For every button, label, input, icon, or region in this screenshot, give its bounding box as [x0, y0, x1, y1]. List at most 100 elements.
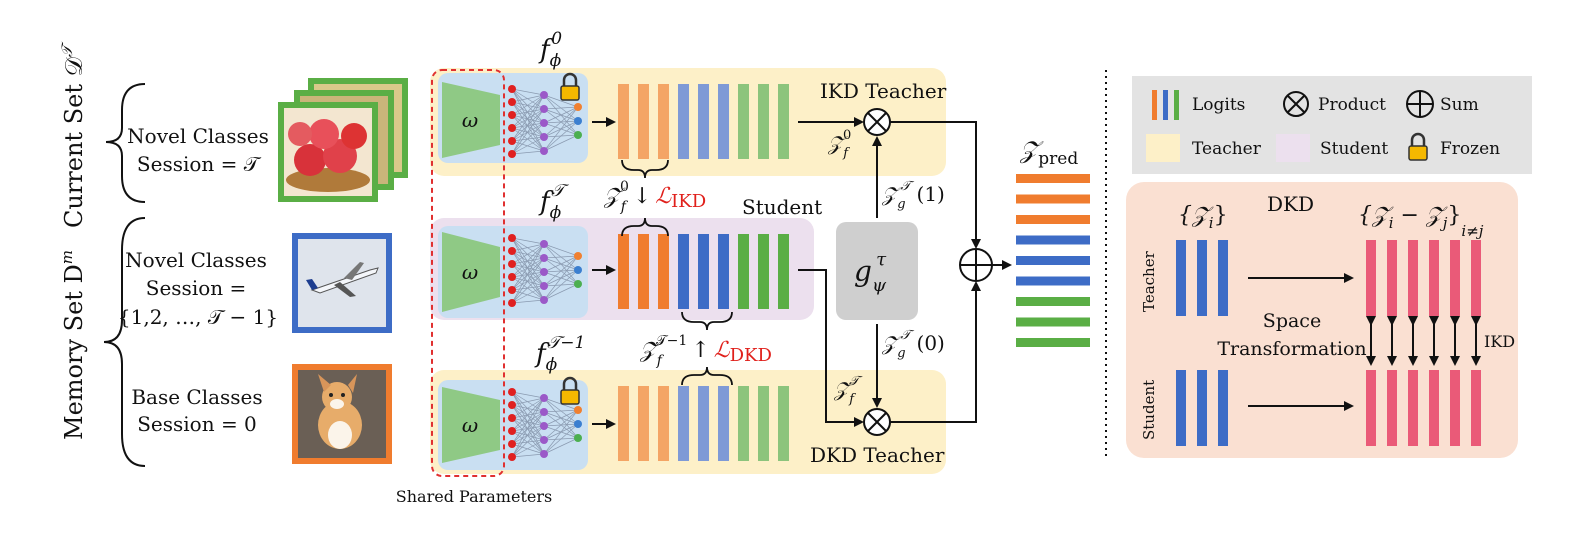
svg-text:Product: Product	[1318, 95, 1386, 115]
net-node	[540, 450, 548, 458]
legend-product: Product	[1283, 91, 1386, 117]
net-edge	[511, 391, 545, 427]
net-edge	[543, 255, 579, 301]
dkd-student-diff-bar	[1429, 370, 1439, 446]
net-edge	[543, 283, 579, 301]
net-node	[540, 105, 548, 113]
ikd-arrows	[1366, 316, 1481, 366]
logit-bar	[718, 234, 729, 309]
net-edge	[543, 409, 579, 413]
brace-dkd-student	[681, 311, 733, 331]
net-node	[508, 150, 516, 158]
net-edge	[511, 127, 545, 152]
dkd-teacher-diff-bar	[1366, 240, 1376, 316]
net-edge	[511, 430, 545, 455]
logit-bar	[618, 84, 629, 159]
logit-bar	[738, 386, 749, 461]
net-edge	[511, 276, 545, 287]
net-edge	[543, 269, 579, 301]
prediction-bar	[1016, 235, 1090, 245]
network-label-mid: fϕ𝒯	[538, 181, 569, 223]
net-node	[508, 427, 516, 435]
net-edge	[511, 276, 545, 301]
prediction-bar	[1016, 338, 1090, 347]
net-node	[508, 273, 516, 281]
net-edge	[511, 263, 545, 301]
logit-bar	[778, 386, 789, 461]
dkd-teacher-diff-bar	[1429, 240, 1439, 316]
net-edge	[511, 263, 545, 287]
svg-text:Frozen: Frozen	[1440, 139, 1500, 159]
net-node	[574, 266, 582, 274]
net-node	[574, 420, 582, 428]
shared-parameters-label: Shared Parameters	[396, 487, 552, 506]
dkd-teacher-label: DKD Teacher	[810, 443, 945, 467]
shared-parameters-box	[431, 69, 505, 477]
net-edge	[511, 257, 545, 304]
net-edge	[511, 122, 545, 129]
dkd-loss-label: 𝒵f𝒯−1↑ℒDKD	[639, 333, 772, 369]
net-node	[508, 401, 516, 409]
svg-text:Teacher: Teacher	[1192, 139, 1262, 159]
net-node	[540, 240, 548, 248]
prediction-bar	[1016, 297, 1090, 306]
net-edge	[511, 101, 545, 152]
net-node	[508, 388, 516, 396]
net-edge	[511, 250, 545, 273]
neural-net-bottom	[508, 388, 582, 461]
net-edge	[511, 88, 545, 138]
logit-bar	[698, 234, 709, 309]
net-node	[540, 394, 548, 402]
net-edge	[511, 237, 545, 259]
logit-bar	[778, 234, 789, 309]
logit-bar	[758, 386, 769, 461]
net-edge	[511, 417, 545, 427]
lock-icon	[560, 376, 580, 405]
net-node	[508, 98, 516, 106]
prediction-bar	[1016, 194, 1090, 204]
net-edge	[511, 404, 545, 427]
net-edge	[511, 404, 545, 413]
svg-text:Current Set 𝒟𝒯: Current Set 𝒟𝒯	[58, 41, 88, 228]
svg-text:Student: Student	[1320, 139, 1388, 159]
net-edge	[511, 397, 545, 406]
net-node	[540, 119, 548, 127]
svg-text:Logits: Logits	[1192, 95, 1245, 115]
logits-student	[618, 234, 789, 309]
dkd-student-bar	[1176, 370, 1186, 446]
network-label-bottom: fϕ𝒯−1	[534, 333, 585, 375]
svg-text:Student: Student	[1140, 380, 1158, 440]
net-edge	[511, 443, 545, 455]
net-edge	[511, 397, 545, 458]
logit-bar	[698, 386, 709, 461]
net-edge	[511, 404, 545, 455]
net-edge	[511, 140, 545, 152]
memory-set-label: Memory Set Dm	[58, 250, 88, 440]
net-edge	[511, 417, 545, 455]
logit-bar	[618, 234, 629, 309]
logit-bar	[678, 84, 689, 159]
net-edge	[543, 409, 579, 455]
encoder-mid: ω	[442, 232, 500, 312]
brace-ikd-top	[621, 159, 669, 179]
net-node	[540, 296, 548, 304]
net-edge	[511, 237, 545, 245]
net-edge	[511, 397, 545, 419]
lock-icon	[1408, 132, 1428, 161]
legend-teacher: Teacher	[1146, 134, 1262, 162]
net-node	[508, 299, 516, 307]
net-edge	[511, 243, 545, 278]
net-node	[508, 247, 516, 255]
net-node	[508, 453, 516, 461]
group-label-line2: Session = 𝒯	[137, 152, 262, 176]
zi-label: {𝒵i}	[1178, 203, 1228, 232]
network-label-top: fϕ0	[538, 29, 562, 71]
net-node	[508, 137, 516, 145]
gate-box	[836, 222, 918, 320]
current-set-label: Current Set 𝒟𝒯	[58, 41, 88, 228]
net-edge	[511, 136, 545, 155]
net-edge	[543, 106, 579, 152]
net-edge	[543, 255, 579, 259]
net-node	[574, 406, 582, 414]
